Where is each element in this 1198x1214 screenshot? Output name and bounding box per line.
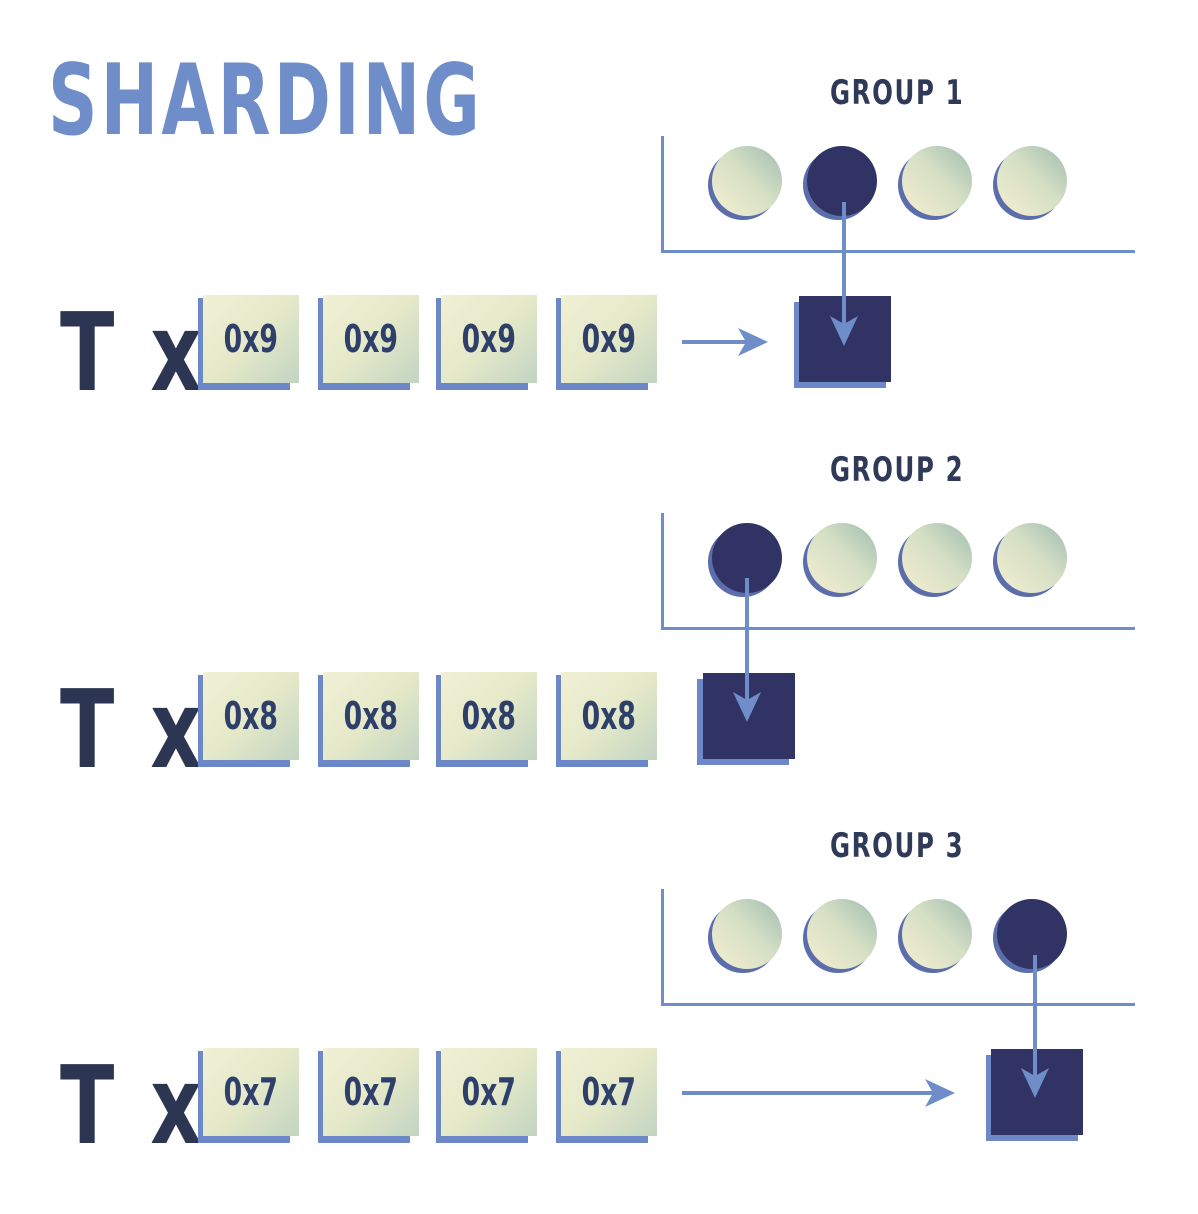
group-axis-vertical [661, 136, 664, 253]
tx-hash: 0x9 [461, 317, 517, 361]
tx-label: T x [60, 668, 202, 793]
active-validator-node [997, 899, 1067, 969]
tx-hash: 0x9 [581, 317, 637, 361]
validator-node [902, 899, 972, 969]
tx-hash-box: 0x7 [323, 1048, 419, 1136]
tx-hash-box: 0x9 [323, 295, 419, 383]
group-axis-horizontal [661, 627, 1135, 630]
validator-node [997, 523, 1067, 593]
group-axis-horizontal [661, 250, 1135, 253]
tx-hash: 0x9 [223, 317, 279, 361]
tx-hash: 0x9 [343, 317, 399, 361]
tx-hash-box: 0x9 [203, 295, 299, 383]
tx-hash-box: 0x7 [203, 1048, 299, 1136]
shard-target-block [703, 673, 795, 759]
tx-hash-box: 0x8 [323, 672, 419, 760]
tx-hash: 0x8 [461, 694, 517, 738]
validator-node [712, 146, 782, 216]
tx-hash-box: 0x8 [203, 672, 299, 760]
validator-node [807, 523, 877, 593]
tx-to-block-arrow-3 [682, 1079, 955, 1107]
tx-hash-box: 0x7 [441, 1048, 537, 1136]
validator-node [712, 899, 782, 969]
group-axis-vertical [661, 889, 664, 1006]
active-validator-node [807, 146, 877, 216]
group-axis-vertical [661, 513, 664, 630]
validator-node [997, 146, 1067, 216]
tx-hash-box: 0x9 [441, 295, 537, 383]
shard-target-block [799, 296, 891, 382]
tx-hash-box: 0x8 [441, 672, 537, 760]
group-label: GROUP 1 [830, 73, 965, 113]
active-validator-node [712, 523, 782, 593]
group-label: GROUP 2 [830, 450, 965, 490]
tx-hash: 0x7 [581, 1070, 637, 1114]
group-axis-horizontal [661, 1003, 1135, 1006]
validator-node [902, 146, 972, 216]
validator-node [807, 899, 877, 969]
tx-hash: 0x7 [343, 1070, 399, 1114]
tx-hash-box: 0x7 [561, 1048, 657, 1136]
page-title: SHARDING [48, 44, 483, 158]
tx-hash: 0x7 [461, 1070, 517, 1114]
validator-node [902, 523, 972, 593]
tx-to-block-arrow-1 [682, 328, 768, 356]
tx-hash: 0x7 [223, 1070, 279, 1114]
tx-hash-box: 0x8 [561, 672, 657, 760]
tx-hash: 0x8 [223, 694, 279, 738]
tx-hash: 0x8 [581, 694, 637, 738]
tx-hash-box: 0x9 [561, 295, 657, 383]
tx-label: T x [60, 291, 202, 416]
shard-target-block [991, 1049, 1083, 1135]
tx-hash: 0x8 [343, 694, 399, 738]
tx-label: T x [60, 1044, 202, 1169]
group-label: GROUP 3 [830, 826, 965, 866]
